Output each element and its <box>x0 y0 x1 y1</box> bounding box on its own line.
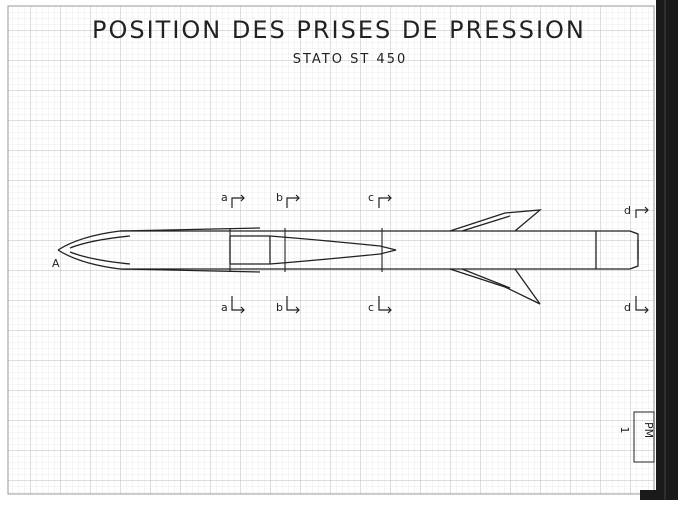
stamp-box <box>633 411 655 463</box>
section-label-c-top: c <box>368 191 375 204</box>
section-label-b-top: b <box>276 191 283 204</box>
section-label-b-bottom: b <box>276 301 283 314</box>
section-label-d-top: d <box>624 204 631 217</box>
section-label-a-bottom: a <box>221 301 228 314</box>
missile-outline <box>57 209 639 305</box>
page-title: POSITION DES PRISES DE PRESSION <box>92 16 586 44</box>
page-subtitle: STATO ST 450 <box>292 52 408 67</box>
section-label-a-top: a <box>221 191 228 204</box>
nose-point-label: A <box>52 257 60 270</box>
section-label-c-bottom: c <box>368 301 375 314</box>
sheet-stamp: PM 1 <box>618 421 655 439</box>
grid-area <box>8 6 654 494</box>
section-markers-top <box>231 194 649 218</box>
sheet-edge-right <box>656 0 678 500</box>
section-markers-bottom <box>231 296 649 314</box>
section-label-d-bottom: d <box>624 301 631 314</box>
